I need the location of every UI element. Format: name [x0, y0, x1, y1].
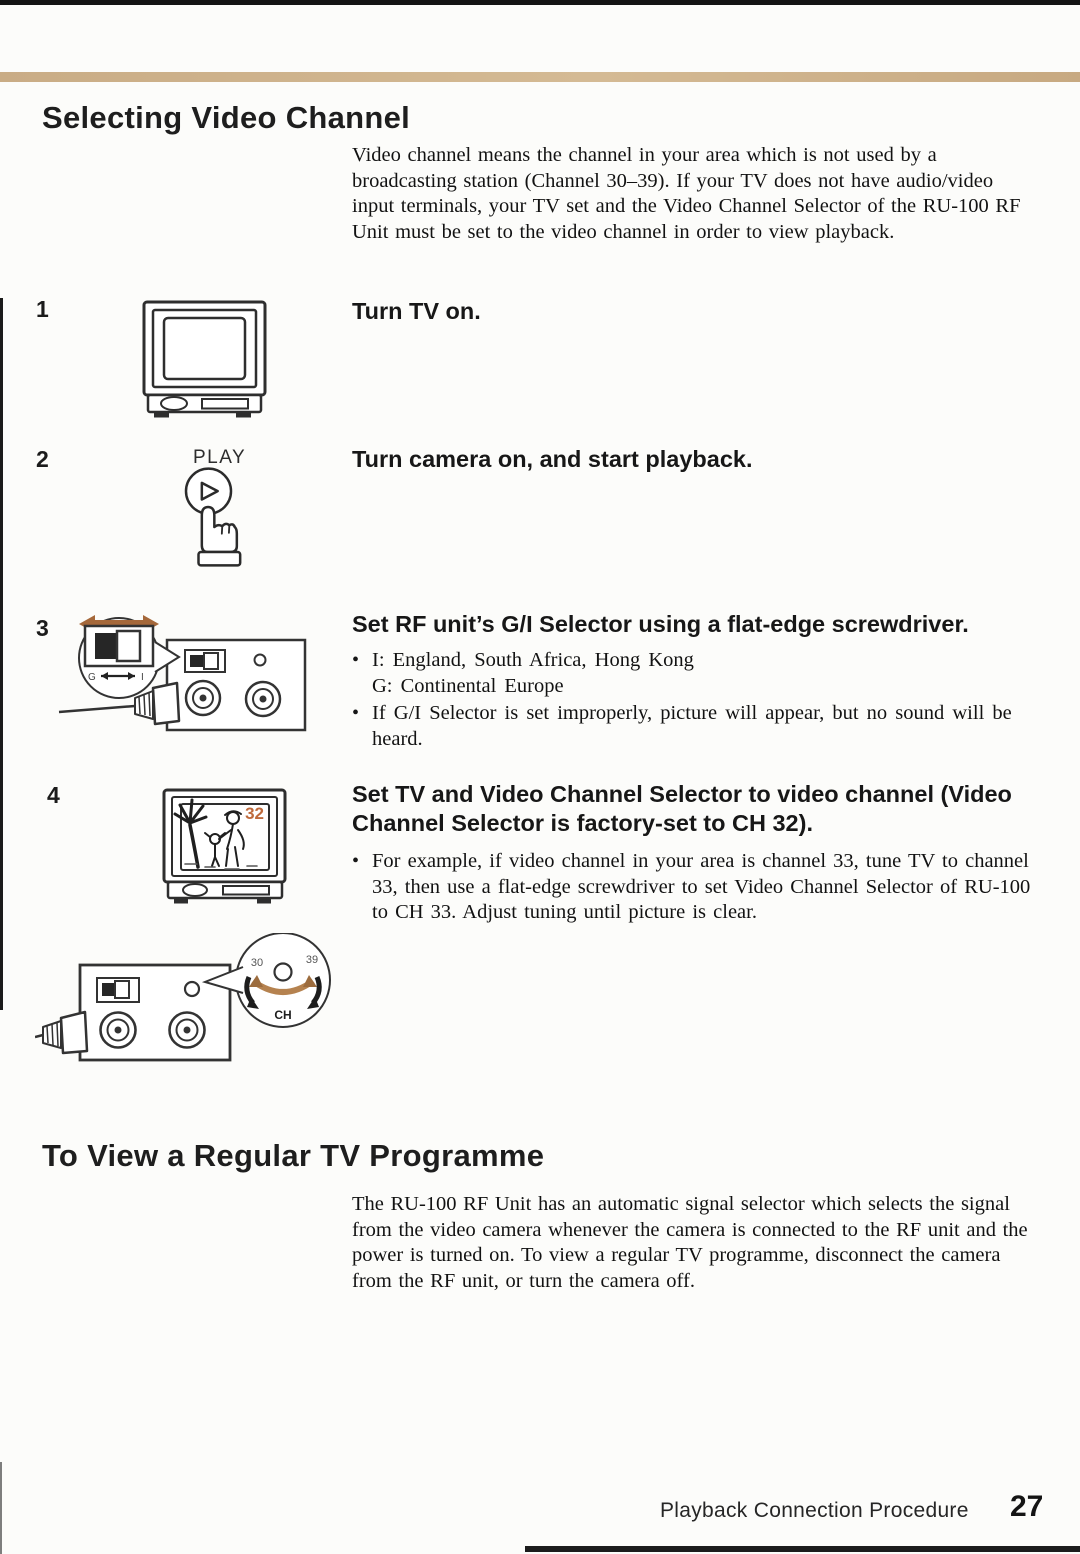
scan-edge-artifact [0, 298, 3, 1010]
gi-double-arrow-icon [101, 672, 135, 680]
tv-playback-icon: 32 [162, 788, 287, 904]
gi-warning-text: If G/I Selector is set improperly, pictu… [372, 702, 1012, 750]
switch-i-label: I [141, 672, 144, 683]
bottom-rule [525, 1546, 1080, 1552]
step-3-number: 3 [36, 615, 49, 641]
dial-min-label: 30 [251, 957, 263, 969]
bullet-marker: • [352, 702, 360, 724]
channel-dial-balloon: 30 39 CH [201, 933, 331, 1028]
page-number: 27 [1010, 1490, 1044, 1523]
rf-unit-box [165, 638, 307, 732]
gi-selector-balloon: G I [78, 615, 181, 699]
rf-unit-box [78, 963, 232, 1062]
switch-g-label: G [88, 672, 96, 683]
tv-screen-scene [173, 798, 258, 870]
bullet-marker: • [352, 850, 360, 872]
dial-max-label: 39 [306, 954, 318, 966]
section-2-paragraph: The RU-100 RF Unit has an automatic sign… [352, 1193, 1028, 1292]
dial-ch-label: CH [274, 1008, 291, 1022]
dial-screw [273, 962, 293, 982]
cable-plug-icon [35, 1010, 89, 1055]
rf-unit-channel-dial-icon: 30 39 CH [35, 933, 331, 1062]
gi-option-g: G: Continental Europe [372, 674, 564, 697]
step-1-number: 1 [36, 296, 49, 322]
bullet-marker: • [352, 649, 360, 671]
step-2-heading: Turn camera on, and start playback. [352, 446, 753, 472]
gi-option-i: I: England, South Africa, Hong Kong [372, 649, 694, 671]
step-3-notes: • I: England, South Africa, Hong Kong G:… [352, 648, 1042, 754]
footer-label: Playback Connection Procedure [660, 1499, 969, 1522]
channel-example-text: For example, if video channel in your ar… [372, 850, 1031, 923]
dial-rotate-arrow-icon [244, 975, 322, 1009]
tv-set-icon [142, 300, 267, 418]
gi-switch-knob [115, 629, 142, 663]
step-3-bullet-1: • I: England, South Africa, Hong Kong G:… [352, 648, 1042, 699]
scan-edge-artifact-lower [0, 1462, 2, 1554]
step-4-bullet-1: • For example, if video channel in your … [352, 849, 1042, 926]
top-rule [0, 0, 1080, 5]
step-3-bullet-2: • If G/I Selector is set improperly, pic… [352, 701, 1042, 752]
section-2-title: To View a Regular TV Programme [42, 1138, 545, 1173]
section-title: Selecting Video Channel [42, 100, 411, 135]
step-2-number: 2 [36, 446, 49, 472]
play-button-icon [184, 467, 233, 515]
tan-accent-bar [0, 72, 1080, 82]
intro-paragraph: Video channel means the channel in your … [352, 144, 1021, 243]
pointing-hand-icon [197, 505, 242, 567]
step-3-heading: Set RF unit’s G/I Selector using a flat-… [352, 611, 969, 637]
play-button-label: PLAY [193, 447, 247, 468]
step-4-notes: • For example, if video channel in your … [352, 849, 1042, 928]
step-1-heading: Turn TV on. [352, 298, 481, 324]
play-button-press-icon [184, 467, 242, 567]
channel-32-display: 32 [245, 804, 264, 823]
rf-unit-gi-selector-icon: G I [58, 615, 307, 732]
step-4-number: 4 [47, 782, 60, 808]
gi-switch-slider [95, 633, 119, 659]
step-4-heading: Set TV and Video Channel Selector to vid… [352, 781, 1012, 836]
cable-plug-icon [58, 681, 181, 726]
